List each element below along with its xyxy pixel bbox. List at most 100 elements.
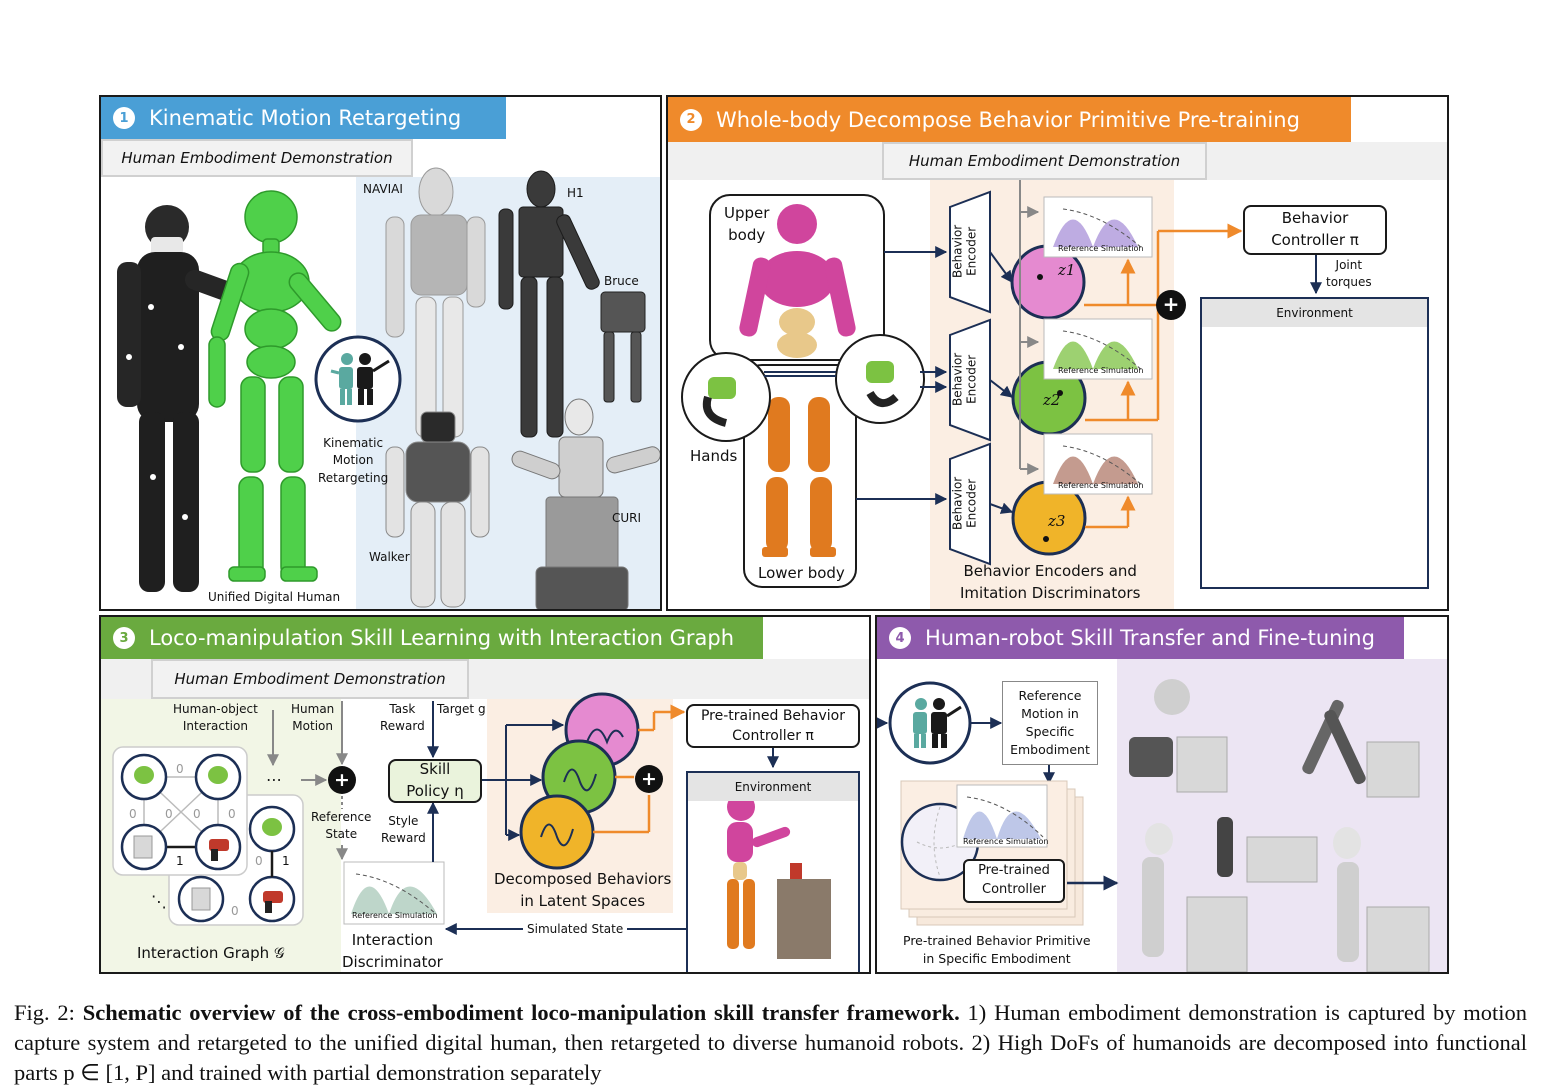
p3-latent-yellow <box>519 794 595 870</box>
latent-sum-node <box>635 765 663 793</box>
retargeting-label: Kinematic Motion Retargeting <box>318 436 389 485</box>
panel2-header: 2 Whole-body Decompose Behavior Primitiv… <box>668 97 1351 142</box>
svg-text:+: + <box>334 769 350 791</box>
robot-label-walker: Walker <box>369 550 410 564</box>
panel4-title: Human-robot Skill Transfer and Fine-tuni… <box>925 626 1375 650</box>
robot-label-bruce: Bruce <box>604 274 639 288</box>
panel3-demo-label: Human Embodiment Demonstration <box>151 659 469 699</box>
panel2-title: Whole-body Decompose Behavior Primitive … <box>716 107 1300 132</box>
interaction-sum-node <box>328 766 356 794</box>
panel3-title: Loco-manipulation Skill Learning with In… <box>149 626 735 650</box>
hoi-label: Human-object Interaction <box>173 702 258 734</box>
svg-text:⋯: ⋯ <box>266 770 282 789</box>
encoder-label-3: Behavior Encoder <box>950 476 979 531</box>
sum-node <box>1156 290 1186 320</box>
naviai-robot <box>385 167 486 438</box>
hand-right-figure <box>866 361 899 407</box>
edge-label-1: 0 <box>129 807 137 821</box>
panel-kinematic-retargeting: 1 Kinematic Motion Retargeting Human Emb… <box>99 95 662 611</box>
caption-bold: Schematic overview of the cross-embodime… <box>82 1000 960 1025</box>
edge-label-5: 1 <box>176 854 184 868</box>
panel1-header: 1 Kinematic Motion Retargeting <box>101 97 506 139</box>
primitive-label: Pre-trained Behavior Primitive in Specif… <box>903 933 1091 967</box>
upper-body-figure <box>739 204 856 358</box>
panel1-number: 1 <box>113 107 135 129</box>
robot-label-naviai: NAVIAI <box>363 182 403 196</box>
unified-digital-human-figure <box>208 190 342 582</box>
graph-nodes <box>120 753 296 923</box>
svg-text:⋱: ⋱ <box>151 892 167 911</box>
joint-torques-label: Joint torques <box>1326 258 1372 290</box>
panel4-diagram <box>877 679 1430 972</box>
svg-text:+: + <box>641 768 657 790</box>
hands-label: Hands <box>690 447 738 465</box>
edge-label-0: 0 <box>176 762 184 776</box>
task-reward-label: Task Reward <box>380 702 425 734</box>
edge-label-6: 0 <box>255 854 263 868</box>
panel2-demo-label: Human Embodiment Demonstration <box>882 142 1207 180</box>
panel1-illustration <box>117 167 660 609</box>
panel3-header: 3 Loco-manipulation Skill Learning with … <box>101 617 763 659</box>
panel-skill-learning: 3 Loco-manipulation Skill Learning with … <box>99 615 871 974</box>
plot-legend-3: Reference Simulation <box>1058 481 1144 490</box>
mocap-human-figure <box>117 205 234 592</box>
edge-label-2: 0 <box>165 807 173 821</box>
p4-retarget-icon <box>888 681 972 765</box>
retargeting-icon <box>314 335 402 423</box>
panel-behavior-pretraining: 2 Whole-body Decompose Behavior Primitiv… <box>666 95 1449 611</box>
panel-skill-transfer: 4 Human-robot Skill Transfer and Fine-tu… <box>875 615 1449 974</box>
panel2-environment-header: Environment <box>1202 299 1427 327</box>
encoders-caption: Behavior Encoders and Imitation Discrimi… <box>960 562 1141 602</box>
encoder-lower <box>949 442 991 566</box>
interaction-graph-label: Interaction Graph 𝒢 <box>137 944 285 962</box>
panel4-number: 4 <box>889 627 911 649</box>
caption-prefix: Fig. 2: <box>14 1000 83 1025</box>
latent-label-z2: z2 <box>1043 391 1061 409</box>
walker-robot <box>385 411 490 608</box>
encoder-upper <box>949 190 991 314</box>
reference-motion-box: Reference Motion in Specific Embodiment <box>1002 681 1098 765</box>
p4-plot <box>956 784 1048 848</box>
human-motion-label: Human Motion <box>291 702 335 734</box>
latent-label-z1: z1 <box>1058 261 1076 279</box>
edge-label-8: 0 <box>231 904 239 918</box>
hand-left-figure <box>702 377 736 427</box>
panel4-header: 4 Human-robot Skill Transfer and Fine-tu… <box>877 617 1404 659</box>
unified-digital-human-label: Unified Digital Human <box>208 590 341 604</box>
encoder-label-2: Behavior Encoder <box>950 352 979 407</box>
interaction-discriminator-label: Interaction Discriminator <box>342 931 443 971</box>
target-label: Target g <box>437 702 486 716</box>
upper-body-label: Upper body <box>724 204 770 244</box>
discriminator-plot-3 <box>1043 433 1153 495</box>
p4-robots <box>1129 679 1430 972</box>
simulated-state-label: Simulated State <box>523 921 628 939</box>
plot-legend-1: Reference Simulation <box>1058 244 1144 253</box>
lower-body-figure <box>762 397 836 557</box>
panel3-diagram: ⋯ ⋱ + <box>112 692 831 959</box>
skill-policy-box: Skill Policy η <box>388 759 482 803</box>
figure-caption: Fig. 2: Schematic overview of the cross-… <box>14 998 1527 1088</box>
edge-label-7: 1 <box>282 854 290 868</box>
pretrained-controller-box-p4: Pre-trained Controller <box>963 859 1065 903</box>
panel3-number: 3 <box>113 627 135 649</box>
encoder-label-1: Behavior Encoder <box>950 224 979 279</box>
encoder-hands <box>949 318 991 442</box>
latent-label-z3: z3 <box>1048 512 1066 530</box>
panel3-environment: Environment <box>686 771 860 972</box>
decomposed-behaviors-label: Decomposed Behaviors in Latent Spaces <box>494 870 672 910</box>
pretrained-controller-box: Pre-trained Behavior Controller π <box>686 704 860 748</box>
interaction-discriminator-plot <box>343 861 445 925</box>
discriminator-plot-1 <box>1043 196 1153 258</box>
robot-label-curi: CURI <box>612 511 642 525</box>
edge-label-3: 0 <box>193 807 201 821</box>
svg-text:+: + <box>1163 292 1180 316</box>
panel2-environment: Environment <box>1200 297 1429 589</box>
robot-label-h1: H1 <box>567 186 584 200</box>
lower-body-label: Lower body <box>758 564 845 582</box>
discriminator-plot-2 <box>1043 318 1153 380</box>
p4-plot-legend: Reference Simulation <box>963 837 1049 846</box>
plot-legend-p3: Reference Simulation <box>352 911 438 920</box>
style-reward-label: Style Reward <box>381 814 426 846</box>
curi-robot <box>511 398 660 609</box>
panel1-title: Kinematic Motion Retargeting <box>149 106 462 130</box>
